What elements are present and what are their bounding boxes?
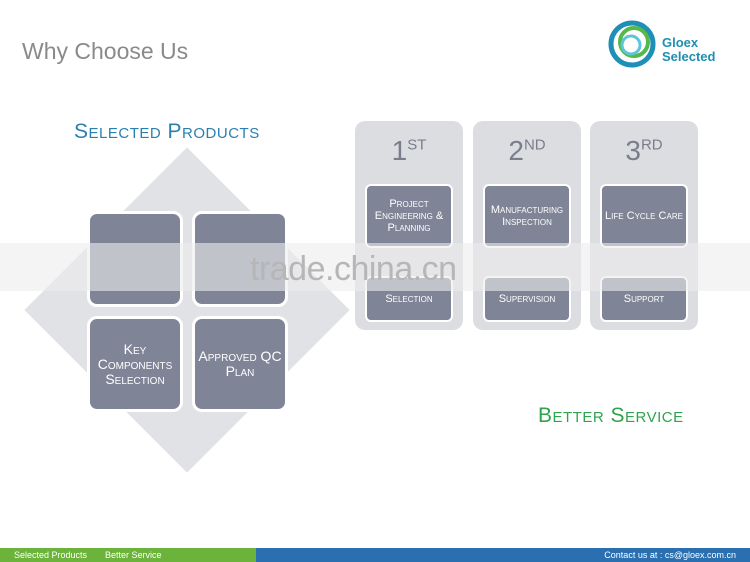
service-column-1: 1ST Project Engineering & Planning Selec… bbox=[355, 121, 463, 330]
service-box-top: Project Engineering & Planning bbox=[365, 184, 453, 248]
diamond-background bbox=[24, 147, 350, 473]
service-column-2: 2ND Manufacturing Inspection Supervision bbox=[473, 121, 581, 330]
product-tile-qc-plan: Approved QC Plan bbox=[192, 316, 288, 412]
selected-products-heading: Selected Products bbox=[74, 120, 260, 143]
rank-label: 3RD bbox=[625, 135, 663, 166]
page-title: Why Choose Us bbox=[22, 38, 189, 64]
logo-line1: Gloex bbox=[662, 35, 699, 50]
product-tile-key-components: Key Components Selection bbox=[87, 316, 183, 412]
service-column-3: 3RD Life Cycle Care Support bbox=[590, 121, 698, 330]
better-service-heading: Better Service bbox=[538, 404, 684, 427]
footer-contact: Contact us at : cs@gloex.com.cn bbox=[604, 550, 736, 560]
gloex-logo: Gloex Selected bbox=[606, 18, 736, 70]
service-box-top: Manufacturing Inspection bbox=[483, 184, 571, 248]
watermark-band bbox=[0, 243, 750, 291]
rank-label: 2ND bbox=[508, 135, 546, 166]
footer-label-products: Selected Products bbox=[14, 550, 88, 560]
watermark-text: trade.china.cn bbox=[250, 250, 457, 288]
rank-label: 1ST bbox=[391, 135, 427, 166]
footer-left: Selected Products Better Service bbox=[0, 548, 256, 562]
service-box-top: Life Cycle Care bbox=[600, 184, 688, 248]
footer-bar: Selected Products Better Service Contact… bbox=[0, 548, 750, 562]
ring-logo-icon bbox=[608, 20, 656, 68]
footer-label-service: Better Service bbox=[105, 550, 162, 560]
footer-right: Contact us at : cs@gloex.com.cn bbox=[256, 548, 750, 562]
logo-line2: Selected bbox=[662, 49, 716, 64]
